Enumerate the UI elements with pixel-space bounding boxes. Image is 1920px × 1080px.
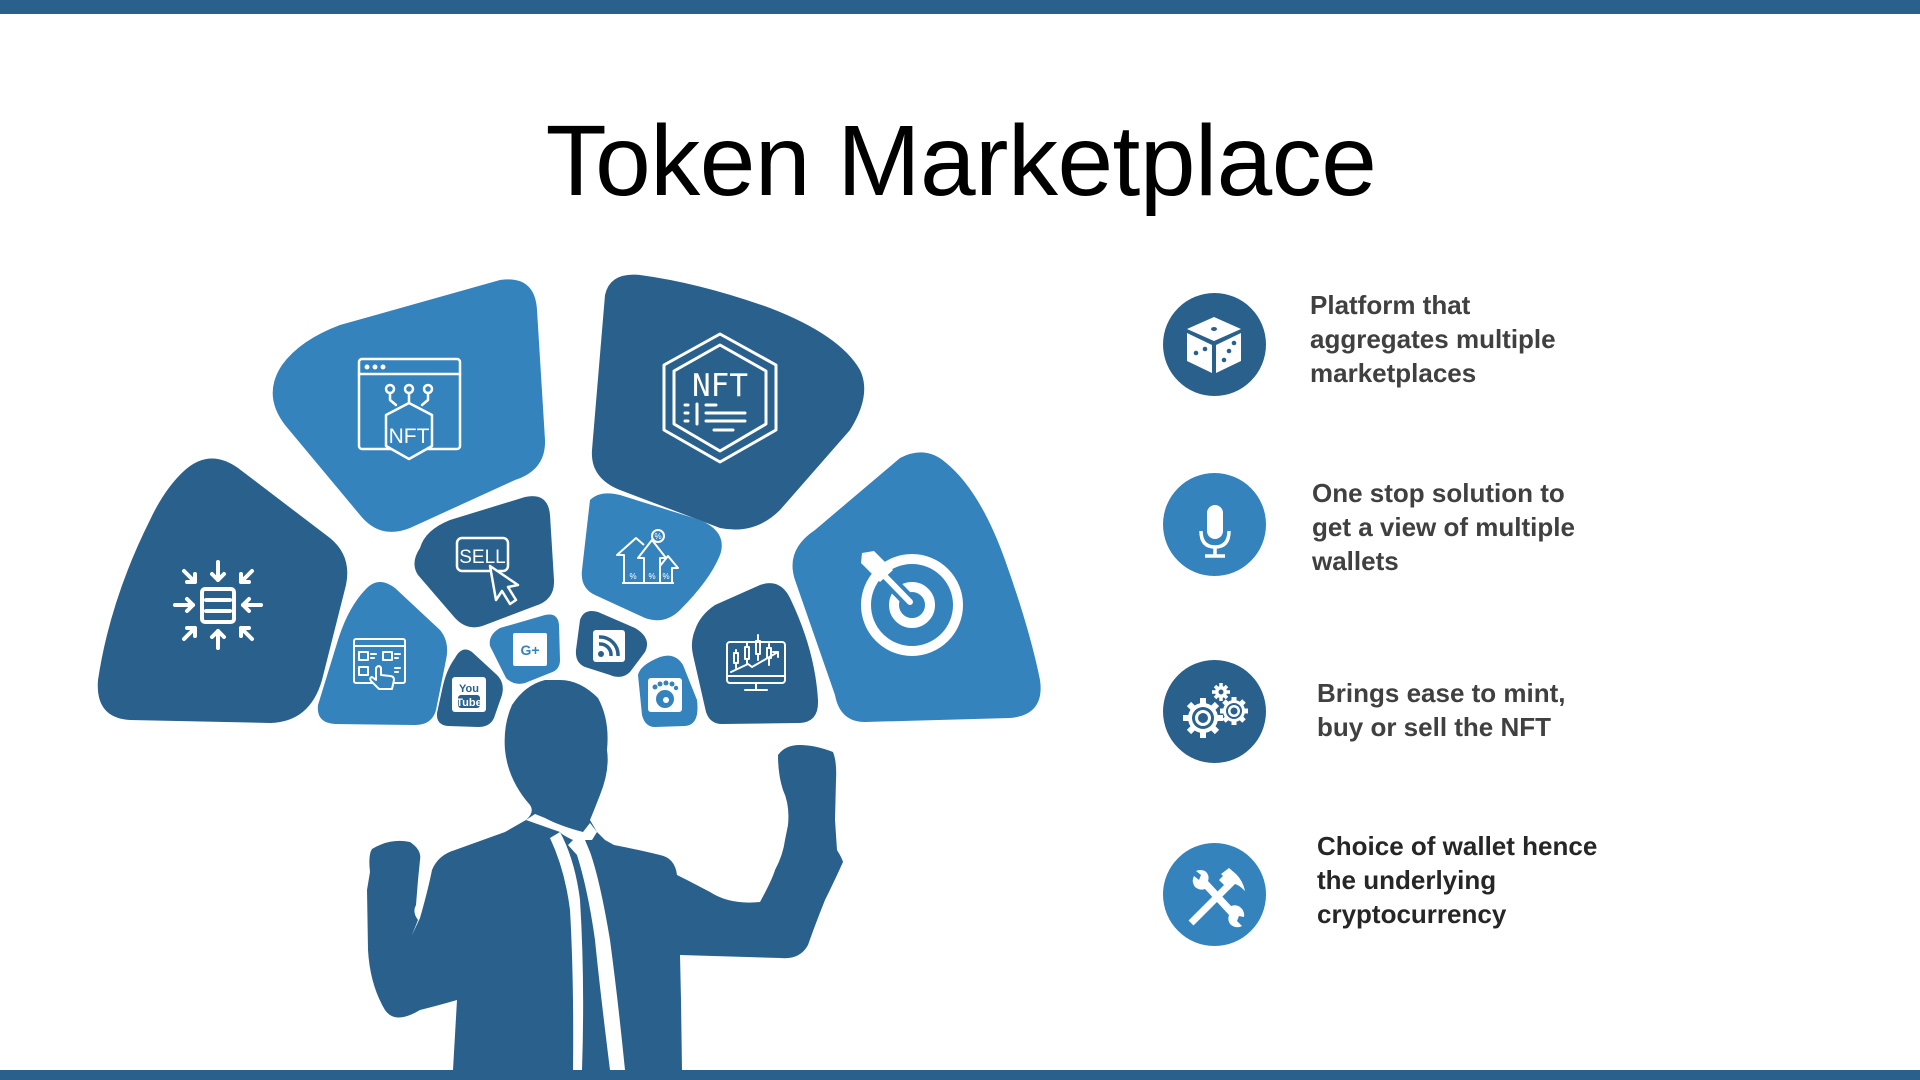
- feature-item: One stop solution to get a view of multi…: [1163, 473, 1763, 583]
- top-accent-bar: [0, 0, 1920, 14]
- nft-hexagon-badge-icon: NFT: [662, 332, 778, 464]
- tools-icon: [1188, 868, 1245, 928]
- svg-text:%: %: [662, 572, 669, 581]
- svg-text:%: %: [648, 572, 655, 581]
- nft-browser-icon: NFT: [357, 357, 462, 461]
- feature-icon-circle: [1163, 473, 1266, 576]
- petal-stock-chart: [691, 583, 819, 724]
- businessman-silhouette: [367, 680, 843, 1070]
- petal-sell: [414, 496, 555, 628]
- feature-text-wallet-choice: Choice of wallet hence the underlying cr…: [1317, 831, 1598, 929]
- svg-text:%: %: [654, 532, 661, 541]
- tie-left-edge: [550, 832, 584, 1070]
- compress-arrows-icon: [173, 560, 263, 650]
- page-title: Token Marketplace: [545, 105, 1377, 217]
- gears-icon: [1183, 683, 1248, 738]
- feature-icon-circle: [1163, 843, 1266, 946]
- nft-badge-icon-text: NFT: [692, 368, 748, 404]
- feature-text-mint: Brings ease to mint, buy or sell the NFT: [1317, 678, 1566, 742]
- svg-text:G+: G+: [520, 642, 539, 658]
- target-arrow-icon: [861, 551, 963, 656]
- svg-text:%: %: [629, 572, 636, 581]
- google-plus-icon: G+: [513, 633, 547, 666]
- feature-item: Platform that aggregates multiple market…: [1163, 290, 1763, 403]
- sell-icon-text: SELL: [459, 547, 505, 568]
- feature-icon-circle: [1163, 660, 1266, 763]
- dice-icon: [1187, 317, 1241, 373]
- house-growth-percent-icon: % % % %: [616, 529, 679, 584]
- shirt-collar-gap: [526, 814, 625, 1070]
- bottom-accent-bar: [0, 1070, 1920, 1080]
- candlestick-monitor-icon: [726, 634, 786, 691]
- rss-feed-icon: [593, 630, 625, 662]
- svg-text:You: You: [459, 683, 479, 695]
- sell-button-cursor-icon: SELL: [455, 536, 520, 606]
- petal-growth: [581, 493, 722, 621]
- petal-nft-badge: [591, 274, 865, 530]
- feature-item: Brings ease to mint, buy or sell the NFT: [1163, 660, 1763, 770]
- browser-hand-click-icon: [353, 638, 406, 690]
- paw-app-icon: [648, 678, 682, 712]
- feature-item: Choice of wallet hence the underlying cr…: [1163, 831, 1763, 953]
- youtube-icon: You Tube: [452, 677, 486, 712]
- svg-text:Tube: Tube: [456, 697, 481, 709]
- feature-text-aggregate: Platform that aggregates multiple market…: [1310, 290, 1556, 388]
- microphone-icon: [1199, 505, 1231, 558]
- nft-browser-icon-text: NFT: [389, 425, 430, 448]
- feature-text-wallet-view: One stop solution to get a view of multi…: [1312, 478, 1575, 576]
- feature-icon-circle: [1163, 293, 1266, 396]
